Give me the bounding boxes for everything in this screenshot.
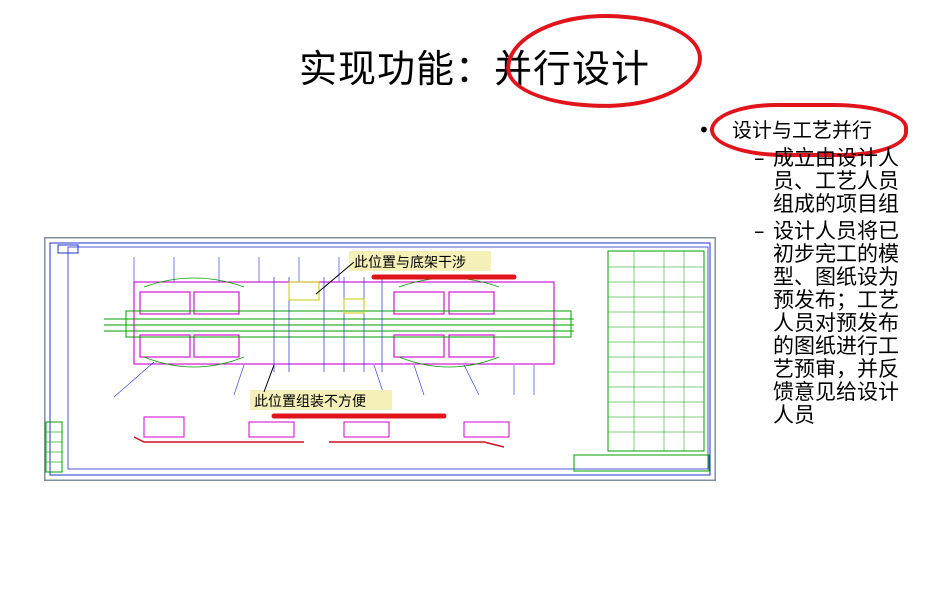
- drawing-frame: [44, 237, 716, 481]
- sub-bullet-2-text: 设计人员将已初步完工的模型、图纸设为预发布；工艺人员对预发布的图纸进行工艺预审，…: [773, 219, 899, 427]
- left-side-table: [45, 421, 63, 473]
- leader-lines: [113, 257, 535, 398]
- sub-bullet-1: – 成立由设计人员、工艺人员组成的项目组: [698, 147, 918, 216]
- section-red-lines: [133, 436, 505, 448]
- callout-bottom-text: 此位置组装不方便: [254, 394, 366, 410]
- section-views: [143, 416, 510, 438]
- title-block: [573, 250, 710, 472]
- drawing-id-box: [57, 244, 79, 254]
- drawing-border: [49, 242, 711, 476]
- title-highlight-circle: [504, 10, 704, 112]
- vertical-members: [273, 277, 383, 372]
- bullet-main: • 设计与工艺并行: [698, 118, 938, 143]
- callout-bottom-bg: [250, 390, 392, 410]
- cad-drawing: 此位置与底架干涉 此位置组装不方便: [44, 237, 716, 481]
- bullet-dot-icon: •: [698, 118, 710, 142]
- bullet-main-text: 设计与工艺并行: [732, 118, 872, 142]
- dash-icon: –: [754, 219, 765, 243]
- bullet-list: • 设计与工艺并行 – 成立由设计人员、工艺人员组成的项目组 – 设计人员将已初…: [698, 118, 938, 427]
- callout-top-text: 此位置与底架干涉: [354, 255, 466, 271]
- callout-top-bg: [349, 251, 491, 271]
- callout-bottom-arrow: [263, 364, 275, 393]
- callout-top-arrow: [315, 261, 355, 295]
- sub-bullet-1-text: 成立由设计人员、工艺人员组成的项目组: [773, 146, 899, 216]
- bullet-highlight-circle: [710, 103, 908, 157]
- slide-title: 实现功能：并行设计: [298, 47, 650, 91]
- frame-center-lines: [104, 310, 574, 338]
- sub-bullet-2: – 设计人员将已初步完工的模型、图纸设为预发布；工艺人员对预发布的图纸进行工艺预…: [698, 220, 918, 427]
- dash-icon: –: [754, 146, 765, 170]
- drawing-inner-border: [67, 246, 709, 470]
